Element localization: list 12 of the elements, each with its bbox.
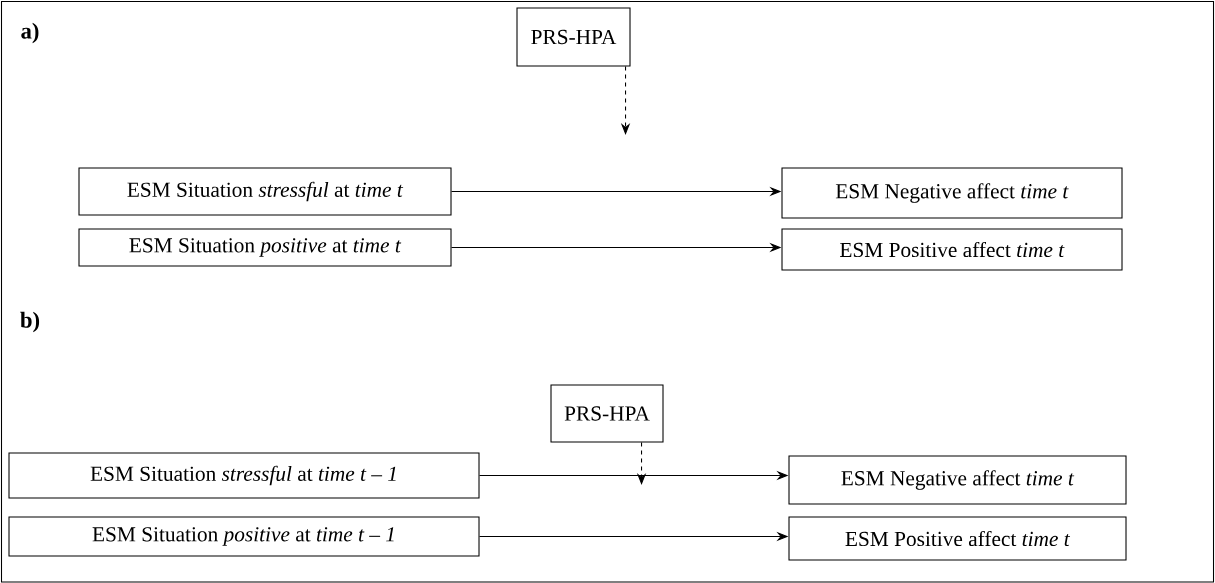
text-box: ESM Situation positive at time t: [78, 228, 452, 267]
text-box: ESM Positive affect time t: [781, 228, 1123, 271]
text-box: ESM Situation positive at time t – 1: [8, 516, 480, 557]
text-box: PRS-HPA: [550, 384, 664, 443]
text-box: ESM Negative affect time t: [781, 167, 1123, 219]
text-box: PRS-HPA: [516, 7, 631, 67]
panel-label: a): [21, 22, 39, 44]
text-box: ESM Positive affect time t: [788, 516, 1127, 561]
text-box: ESM Situation stressful at time t: [78, 167, 452, 216]
text-box: ESM Negative affect time t: [788, 455, 1127, 505]
text-box: ESM Situation stressful at time t – 1: [8, 452, 480, 499]
panel-label: b): [20, 311, 40, 333]
